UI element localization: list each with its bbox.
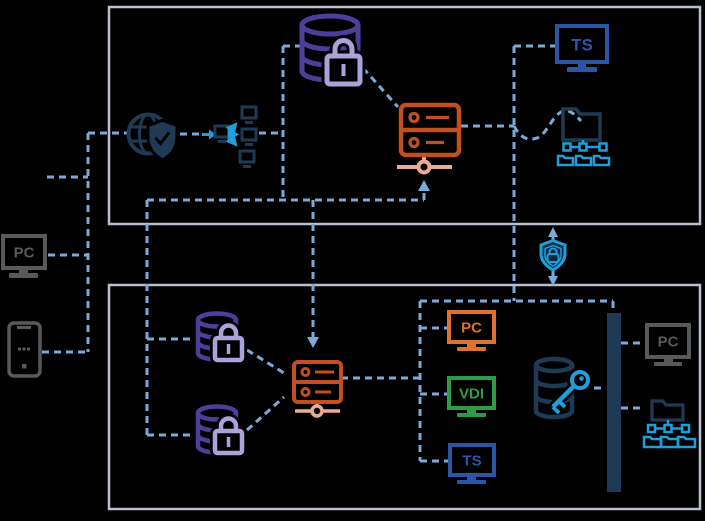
arrowheads [307, 180, 558, 348]
lan-terminal-label: TS [462, 453, 481, 470]
shield-up-arrow-icon [548, 227, 558, 237]
lan-pc-label: PC [461, 320, 482, 337]
smartphone-icon [7, 321, 42, 378]
firewall-bar [607, 313, 621, 492]
load-balancer-icon [202, 105, 258, 168]
monitor-pc-right: PC [645, 323, 691, 366]
database-lock-icon-lower [195, 404, 247, 458]
lan-vdi-label: VDI [459, 386, 484, 403]
down-arrow-icon [307, 337, 319, 348]
monitor-ts-lan: TS [448, 443, 496, 484]
server-icon-bottom [292, 360, 343, 418]
terminal-top-label: TS [571, 36, 593, 55]
shield-lock-icon [539, 238, 567, 272]
shield-down-arrow-icon [548, 276, 558, 286]
server-icon-top [397, 102, 462, 175]
up-arrow-icon [418, 180, 430, 191]
monitor-pc-left: PC [1, 234, 47, 278]
bottom-zone-box [107, 283, 702, 511]
zone-boxes [107, 5, 702, 511]
monitor-vdi-lan: VDI [447, 376, 496, 417]
monitor-pc-lan: PC [447, 310, 496, 351]
internet-globe-shield-icon [126, 112, 179, 162]
database-lock-icon-upper [195, 311, 247, 365]
folder-network-icon-right [642, 399, 697, 449]
database-lock-icon-top [299, 13, 366, 90]
left-pc-label: PC [14, 245, 35, 262]
top-zone-box [107, 5, 702, 226]
database-key-icon [533, 356, 593, 420]
right-pc-label: PC [658, 334, 679, 351]
folder-network-icon-top [556, 107, 611, 167]
connector-lines [42, 44, 646, 463]
terminal-monitor-top: TS [555, 24, 609, 72]
